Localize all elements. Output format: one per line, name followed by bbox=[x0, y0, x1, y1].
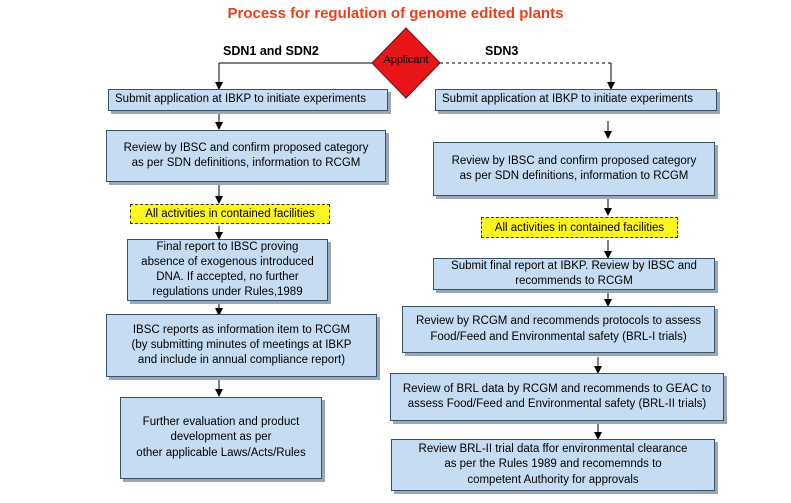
left-step-submit-application: Submit application at IBKP to initiate e… bbox=[108, 89, 388, 111]
applicant-diamond bbox=[371, 27, 441, 99]
right-step-rcgm-protocols: Review by RCGM and recommends protocols … bbox=[402, 306, 715, 353]
left-step-ibsc-review: Review by IBSC and confirm proposed cate… bbox=[106, 130, 386, 182]
right-step-contained-facilities: All activities in contained facilities bbox=[481, 217, 678, 238]
diagram-title: Process for regulation of genome edited … bbox=[227, 5, 564, 22]
right-branch-label: SDN3 bbox=[485, 44, 519, 58]
right-step-submit-application: Submit application at IBKP to initiate e… bbox=[435, 89, 717, 111]
left-step-further-evaluation: Further evaluation and product developme… bbox=[120, 397, 322, 479]
left-step-ibsc-reports: IBSC reports as information item to RCGM… bbox=[106, 314, 377, 377]
right-step-ibsc-review: Review by IBSC and confirm proposed cate… bbox=[433, 142, 715, 196]
right-step-brl2-clearance: Review BRL-II trial data ffor environmen… bbox=[391, 439, 715, 491]
left-step-final-report: Final report to IBSC proving absence of … bbox=[127, 239, 328, 301]
right-step-brl-review: Review of BRL data by RCGM and recommend… bbox=[390, 373, 724, 421]
right-step-submit-final-report: Submit final report at IBKP. Review by I… bbox=[433, 258, 715, 290]
applicant-label: Applicant bbox=[383, 54, 429, 66]
left-branch-label: SDN1 and SDN2 bbox=[223, 44, 319, 58]
left-step-contained-facilities: All activities in contained facilities bbox=[130, 204, 330, 224]
